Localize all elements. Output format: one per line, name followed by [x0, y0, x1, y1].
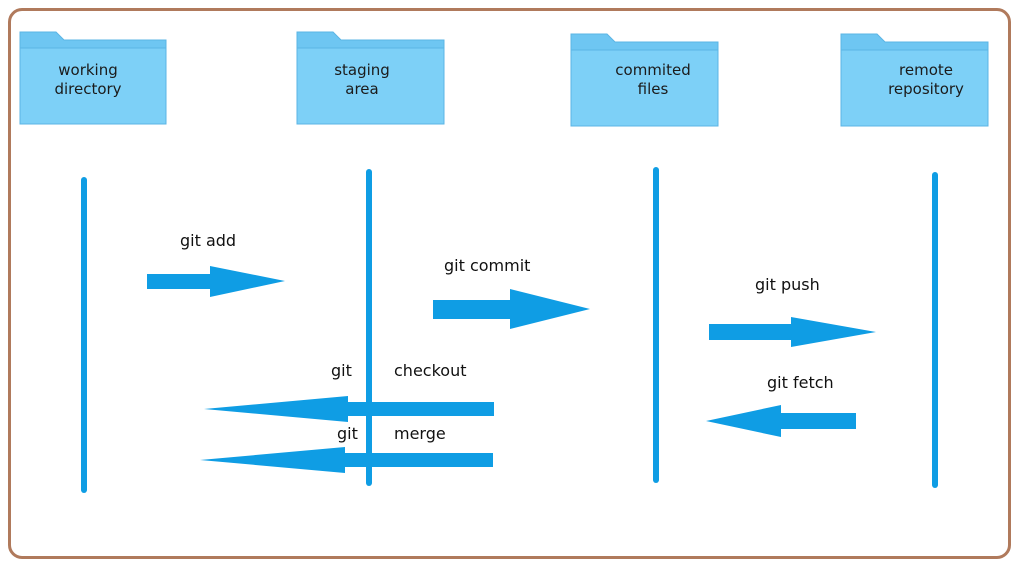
- folder-label-commited-files: commited files: [578, 61, 728, 99]
- folder-label-line: area: [345, 80, 379, 98]
- folder-label-staging-area: staging area: [287, 61, 437, 99]
- diagram-frame: [8, 8, 1011, 559]
- folder-label-line: directory: [54, 80, 122, 98]
- git-commit-label: git commit: [444, 256, 531, 275]
- git-merge-label: merge: [394, 424, 446, 443]
- git-merge-arrow: [200, 447, 493, 473]
- git-add-arrow: [147, 266, 285, 297]
- folder-staging-area-icon: [296, 31, 445, 125]
- folder-label-line: commited: [615, 61, 691, 79]
- folder-label-line: remote: [899, 61, 953, 79]
- git-add-label: git add: [180, 231, 237, 250]
- git-push-label: git push: [755, 275, 820, 294]
- git-push-arrow: [709, 317, 876, 347]
- folder-label-line: repository: [888, 80, 964, 98]
- git-checkout-label: checkout: [394, 361, 467, 380]
- folder-remote-repository-icon: [840, 33, 989, 127]
- folder-label-remote-repository: remote repository: [851, 61, 1001, 99]
- folder-label-line: files: [637, 80, 669, 98]
- git-commit-arrow: [433, 289, 590, 329]
- folder-working-directory-icon: [19, 31, 167, 125]
- git-checkout-arrow: [204, 396, 494, 422]
- git-fetch-arrow: [706, 405, 856, 437]
- folder-label-working-directory: working directory: [13, 61, 163, 99]
- folder-commited-files-icon: [570, 33, 719, 127]
- folder-label-line: staging: [334, 61, 390, 79]
- git-fetch-label: git fetch: [767, 373, 834, 392]
- folder-label-line: working: [58, 61, 118, 79]
- git-merge-git-label: git: [337, 424, 358, 443]
- git-checkout-git-label: git: [331, 361, 352, 380]
